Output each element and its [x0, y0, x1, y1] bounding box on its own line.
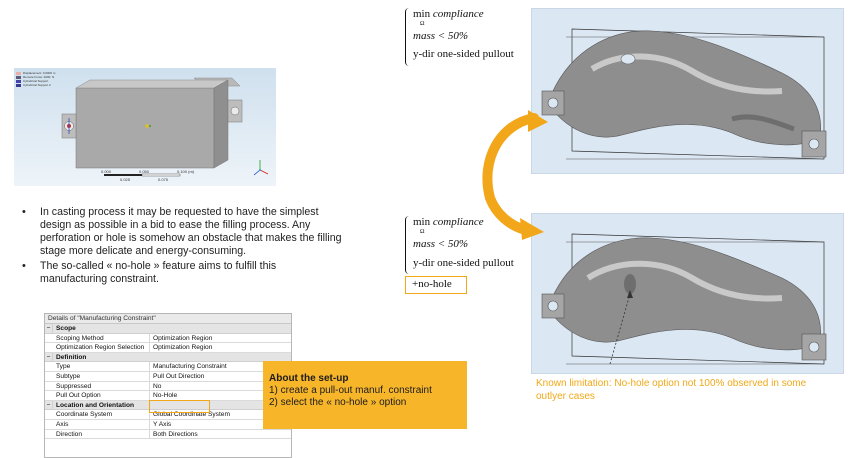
about-title: About the set-up — [269, 373, 349, 384]
scale-tick: 0.100 (m) — [177, 169, 195, 174]
legend-label: Displacement: 0.0000 m — [23, 71, 56, 75]
legend-swatch — [16, 83, 21, 87]
property-key: Type — [45, 362, 150, 371]
collapse-icon[interactable]: − — [45, 324, 53, 333]
details-panel[interactable]: Details of "Manufacturing Constraint" − … — [44, 313, 292, 458]
details-title: Details of "Manufacturing Constraint" — [45, 314, 291, 324]
legend-swatch — [16, 71, 21, 75]
property-key: Suppressed — [45, 381, 150, 391]
min-operator: min — [413, 8, 431, 20]
domain-subscript: Ω — [420, 21, 425, 27]
legend-label: Cylindrical Support 2 — [23, 83, 51, 87]
property-key: Pull Out Option — [45, 391, 150, 400]
legend-swatch — [16, 75, 21, 79]
objective: compliance — [432, 8, 484, 20]
property-value[interactable]: No — [153, 382, 162, 390]
brace — [405, 8, 410, 66]
property-value[interactable]: Global Coordinate System — [153, 411, 230, 419]
no-hole-equation-box — [405, 276, 467, 294]
section-scope[interactable]: − Scope — [45, 324, 291, 334]
section-location-orientation[interactable]: − Location and Orientation — [45, 400, 291, 411]
pullout-constraint: y-dir one-sided pullout — [413, 48, 514, 60]
property-value[interactable]: Pull Out Direction — [153, 372, 205, 380]
casting-model-view — [61, 77, 269, 177]
collapse-icon[interactable]: − — [45, 400, 53, 410]
about-step-2: 2) select the « no-hole » option — [269, 397, 407, 408]
legend-label: Cylindrical Support — [23, 79, 49, 83]
property-key: Subtype — [45, 371, 150, 381]
property-row[interactable]: Coordinate System Global Coordinate Syst… — [45, 410, 291, 420]
legend-item: Cylindrical Support — [16, 79, 55, 83]
topology-result-1 — [531, 8, 844, 174]
property-key: Scoping Method — [45, 333, 150, 343]
property-row[interactable]: Suppressed No — [45, 381, 291, 392]
pullout-constraint: y-dir one-sided pullout — [413, 257, 514, 269]
formulation-1: min compliance Ω mass < 50% y-dir one-si… — [405, 6, 530, 66]
boundary-legend: Displacement: 0.0000 m Remote Force: 200… — [16, 71, 55, 87]
collapse-icon[interactable]: − — [45, 352, 53, 362]
property-value[interactable]: Both Directions — [153, 430, 198, 438]
property-value[interactable]: Optimization Region — [153, 334, 213, 342]
domain-subscript: Ω — [420, 229, 425, 235]
property-value[interactable]: Optimization Region — [153, 344, 213, 352]
topology-result-2 — [531, 213, 844, 374]
min-operator: min — [413, 216, 431, 228]
pull-out-option-value[interactable]: No-Hole — [153, 392, 178, 400]
brace — [405, 216, 410, 274]
property-row[interactable]: Type Manufacturing Constraint — [45, 362, 291, 372]
legend-swatch — [16, 79, 21, 83]
bullet-list: In casting process it may be requested t… — [22, 206, 342, 288]
section-title: Definition — [56, 353, 87, 361]
formulation-2: min compliance Ω mass < 50% y-dir one-si… — [405, 214, 530, 294]
scale-subtick: 0.025 — [120, 177, 131, 182]
property-key: Coordinate System — [45, 410, 150, 419]
scale-subtick: 0.075 — [158, 177, 169, 182]
about-step-1: 1) create a pull-out manuf. constraint — [269, 385, 432, 396]
property-value[interactable]: Y Axis — [153, 420, 172, 428]
legend-item: Cylindrical Support 2 — [16, 83, 55, 87]
property-key: Optimization Region Selection — [45, 343, 150, 352]
scale-tick: 0.000 — [101, 169, 112, 174]
objective: compliance — [432, 216, 484, 228]
legend-item: Displacement: 0.0000 m — [16, 71, 55, 75]
property-key: Axis — [45, 419, 150, 429]
property-row[interactable]: Optimization Region Selection Optimizati… — [45, 343, 291, 353]
no-hole-highlight-box — [149, 400, 210, 413]
scale-tick: 0.050 — [139, 169, 150, 174]
section-definition[interactable]: − Definition — [45, 352, 291, 363]
bullet-item: The so-called « no-hole » feature aims t… — [22, 260, 342, 286]
section-title: Location and Orientation — [56, 401, 135, 409]
property-row[interactable]: Axis Y Axis — [45, 419, 291, 430]
bullet-item: In casting process it may be requested t… — [22, 206, 342, 258]
no-hole-constraint: +no-hole — [412, 278, 452, 290]
property-row[interactable]: Direction Both Directions — [45, 429, 291, 440]
property-row[interactable]: Scoping Method Optimization Region — [45, 333, 291, 344]
curved-arrow-icon — [482, 110, 548, 240]
property-key: Direction — [45, 429, 150, 439]
property-value[interactable]: Manufacturing Constraint — [153, 363, 227, 371]
property-row[interactable]: Subtype Pull Out Direction — [45, 371, 291, 382]
ansys-viewport[interactable]: Displacement: 0.0000 m Remote Force: 200… — [14, 68, 276, 186]
mass-constraint: mass < 50% — [413, 30, 469, 42]
legend-item: Remote Force: 2000. N — [16, 75, 55, 79]
section-title: Scope — [56, 325, 76, 332]
known-limitation-note: Known limitation: No-hole option not 100… — [536, 378, 807, 402]
mass-constraint: mass < 50% — [413, 238, 469, 250]
about-setup-callout: About the set-up 1) create a pull-out ma… — [263, 361, 467, 429]
legend-label: Remote Force: 2000. N — [23, 75, 55, 79]
